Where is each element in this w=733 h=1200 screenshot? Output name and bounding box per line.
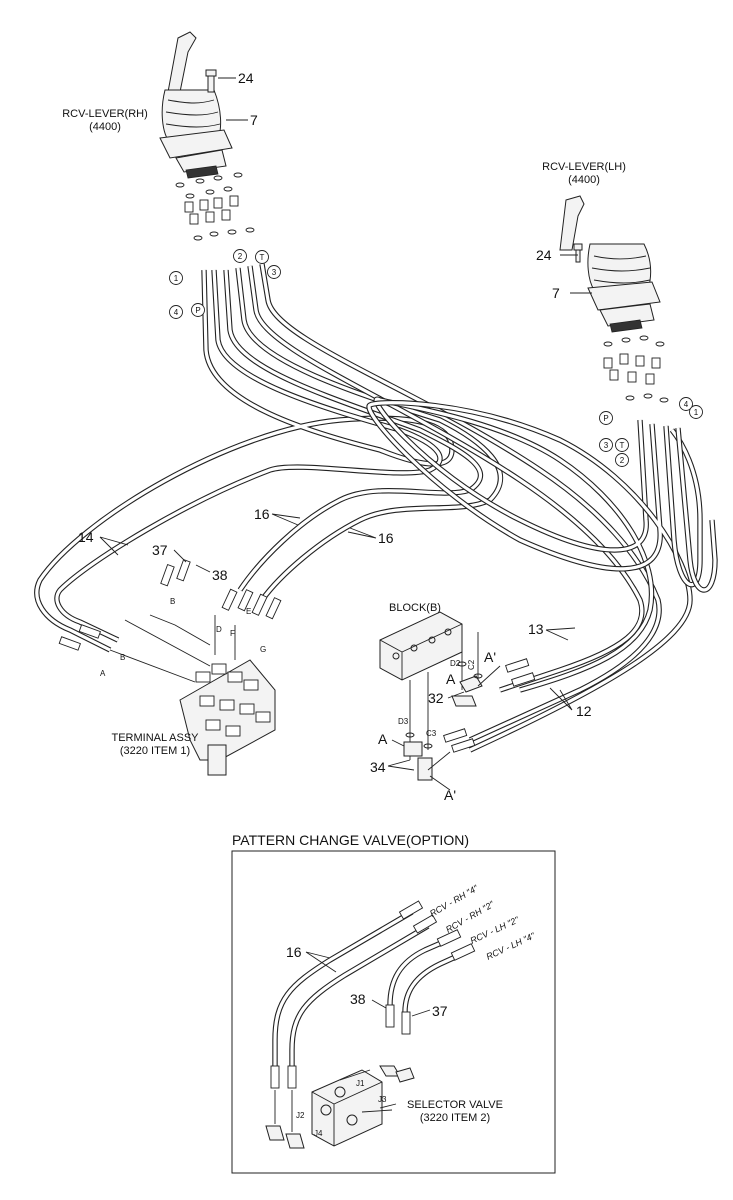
port-1-label: 1 xyxy=(174,274,179,283)
rh-lever-name: RCV-LEVER(RH) xyxy=(62,108,148,120)
main-hoses xyxy=(34,263,718,753)
lh-port-4-label: 4 xyxy=(684,400,689,409)
port-marker-labels: 1 4 P 2 T 3 P 3 T 2 4 1 xyxy=(174,252,699,465)
port-a-terminal: A xyxy=(100,669,106,678)
callout-7-rh: 7 xyxy=(250,112,258,128)
port-f: F xyxy=(230,629,235,638)
port-j3: J3 xyxy=(378,1095,387,1104)
terminal-assy xyxy=(109,614,276,776)
callout-34: 34 xyxy=(370,759,386,775)
callout-12: 12 xyxy=(576,703,592,719)
callout-16-upper: 16 xyxy=(254,506,270,522)
port-j1: J1 xyxy=(356,1079,365,1088)
callout-14: 14 xyxy=(78,529,94,545)
port-c2: C2 xyxy=(467,659,476,670)
rcv-lever-rh xyxy=(159,31,233,179)
callout-37: 37 xyxy=(152,542,168,558)
port-4-label: 4 xyxy=(174,308,179,317)
terminal-assy-line1: TERMINAL ASSY xyxy=(111,732,199,744)
port-a-prime-upper: A' xyxy=(484,649,496,665)
port-j2: J2 xyxy=(296,1111,305,1120)
lh-port-p-label: P xyxy=(603,414,608,423)
rcv-lever-lh xyxy=(559,195,661,333)
main-labels: RCV-LEVER(RH) (4400) RCV-LEVER(LH) (4400… xyxy=(62,70,626,803)
inset-callout-37: 37 xyxy=(432,1003,448,1019)
pattern-change-inset: PATTERN CHANGE VALVE(OPTION) xyxy=(231,832,556,1174)
port-p-label: P xyxy=(195,306,200,315)
block-b xyxy=(379,611,501,791)
rh-fittings xyxy=(175,172,255,241)
callout-24-lh: 24 xyxy=(536,247,552,263)
inset-callout-38: 38 xyxy=(350,991,366,1007)
callout-32: 32 xyxy=(428,690,444,706)
callout-7-lh: 7 xyxy=(552,285,560,301)
inset-title: PATTERN CHANGE VALVE(OPTION) xyxy=(232,832,469,848)
port-a-upper: A xyxy=(446,671,456,687)
port-c3: C3 xyxy=(426,729,437,738)
callout-16-lower: 16 xyxy=(378,530,394,546)
selector-valve-line2: (3220 ITEM 2) xyxy=(420,1112,490,1124)
callout-leaders xyxy=(99,77,592,771)
callout-24-rh: 24 xyxy=(238,70,254,86)
port-markers xyxy=(169,249,703,467)
block-b-label: BLOCK(B) xyxy=(389,602,441,614)
inset-callout-16: 16 xyxy=(286,944,302,960)
port-b-terminal-2: B xyxy=(170,597,175,606)
lh-port-t-label: T xyxy=(620,441,625,450)
port-e: E xyxy=(246,607,251,616)
lh-lever-code: (4400) xyxy=(568,174,600,186)
lh-port-1-label: 1 xyxy=(694,408,699,417)
rh-lever-code: (4400) xyxy=(89,121,121,133)
lh-fittings xyxy=(603,335,669,403)
selector-valve-line1: SELECTOR VALVE xyxy=(407,1099,503,1111)
port-b-terminal: B xyxy=(120,653,125,662)
port-a-prime-lower: A' xyxy=(444,787,456,803)
port-d3: D3 xyxy=(398,717,409,726)
terminal-assy-line2: (3220 ITEM 1) xyxy=(120,745,190,757)
port-g: G xyxy=(260,645,266,654)
port-d: D xyxy=(216,625,222,634)
lh-port-3-label: 3 xyxy=(604,441,609,450)
port-d2: D2 xyxy=(450,659,461,668)
port-3-label: 3 xyxy=(272,268,277,277)
lh-lever-name: RCV-LEVER(LH) xyxy=(542,161,626,173)
callout-38: 38 xyxy=(212,567,228,583)
callout-13: 13 xyxy=(528,621,544,637)
lh-port-2-label: 2 xyxy=(620,456,625,465)
port-j4: J4 xyxy=(314,1129,323,1138)
port-t-label: T xyxy=(260,253,265,262)
port-2-label: 2 xyxy=(238,252,243,261)
port-a-lower: A xyxy=(378,731,388,747)
